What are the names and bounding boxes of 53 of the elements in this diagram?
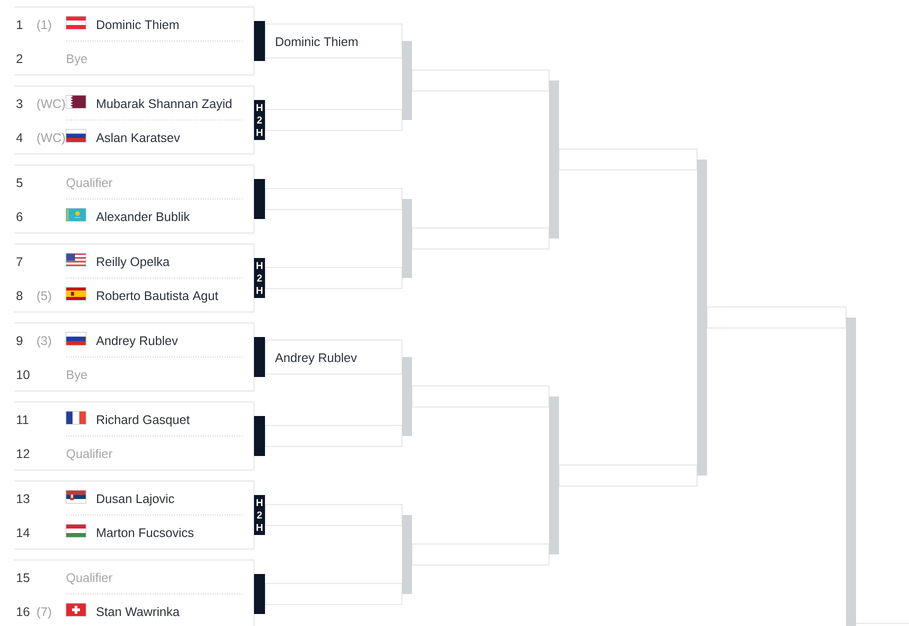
position-number: 8 <box>16 291 22 300</box>
position-number: 7 <box>16 257 22 266</box>
bracket-slot <box>264 109 402 131</box>
player-name: Bye <box>67 54 87 66</box>
player-name: Reilly Opelka <box>97 256 170 269</box>
position-number: 11 <box>16 415 28 424</box>
player-name: Andrey Rublev <box>96 336 178 348</box>
bracket-slot: Dominic Thiem <box>264 24 402 58</box>
player-name: Dominic Thiem <box>97 20 178 30</box>
position-number: 1 <box>16 20 22 29</box>
position-number: 4 <box>16 133 23 142</box>
bracket-slot <box>412 228 550 250</box>
player-name: Bye <box>67 370 87 382</box>
bracket-slot <box>264 267 402 289</box>
bracket-slot <box>706 306 847 328</box>
bracket-slot <box>412 544 550 566</box>
player-name: Marton Fucsovics <box>97 528 194 538</box>
player-name: Dusan Lajovic <box>97 494 174 506</box>
bracket-slot <box>412 70 550 92</box>
bracket-slot <box>264 425 402 447</box>
position-number: 14 <box>16 528 30 537</box>
player-name: Stan Wawrinka <box>96 606 180 616</box>
position-number: 3 <box>16 99 22 108</box>
seed-label: (3) <box>37 336 51 348</box>
player-name: Aslan Karatsev <box>96 132 180 142</box>
position-number: 15 <box>16 573 30 582</box>
bracket-slot <box>264 583 402 605</box>
player-name: Mubarak Shannan Zayid <box>97 98 232 111</box>
position-number: 2 <box>16 54 22 63</box>
player-name: Alexander Bublik <box>96 212 190 222</box>
seed-label: (1) <box>37 20 51 32</box>
position-number: 13 <box>16 494 30 504</box>
bracket-slot <box>558 464 698 486</box>
player-name: Richard Gasquet <box>97 414 190 427</box>
position-number: 12 <box>16 449 30 458</box>
bracket-slot <box>412 386 550 408</box>
seed-label: (WC) <box>37 132 65 145</box>
position-number: 16 <box>16 607 30 616</box>
position-number: 6 <box>16 212 22 222</box>
player-name: Qualifier <box>66 178 112 190</box>
position-number: 5 <box>16 178 22 188</box>
player-name: Qualifier <box>66 448 112 460</box>
position-number: 9 <box>16 336 22 346</box>
position-number: 10 <box>16 370 30 380</box>
seed-label: (WC) <box>37 98 65 111</box>
bracket-slot <box>264 504 402 526</box>
player-name: Roberto Bautista Agut <box>97 290 218 303</box>
bracket-slot <box>558 148 698 170</box>
bracket-slot <box>264 188 402 210</box>
bracket-slot: Andrey Rublev <box>264 340 402 374</box>
seed-label: (5) <box>37 290 51 303</box>
seed-label: (7) <box>37 606 51 619</box>
player-name: Qualifier <box>66 572 112 584</box>
